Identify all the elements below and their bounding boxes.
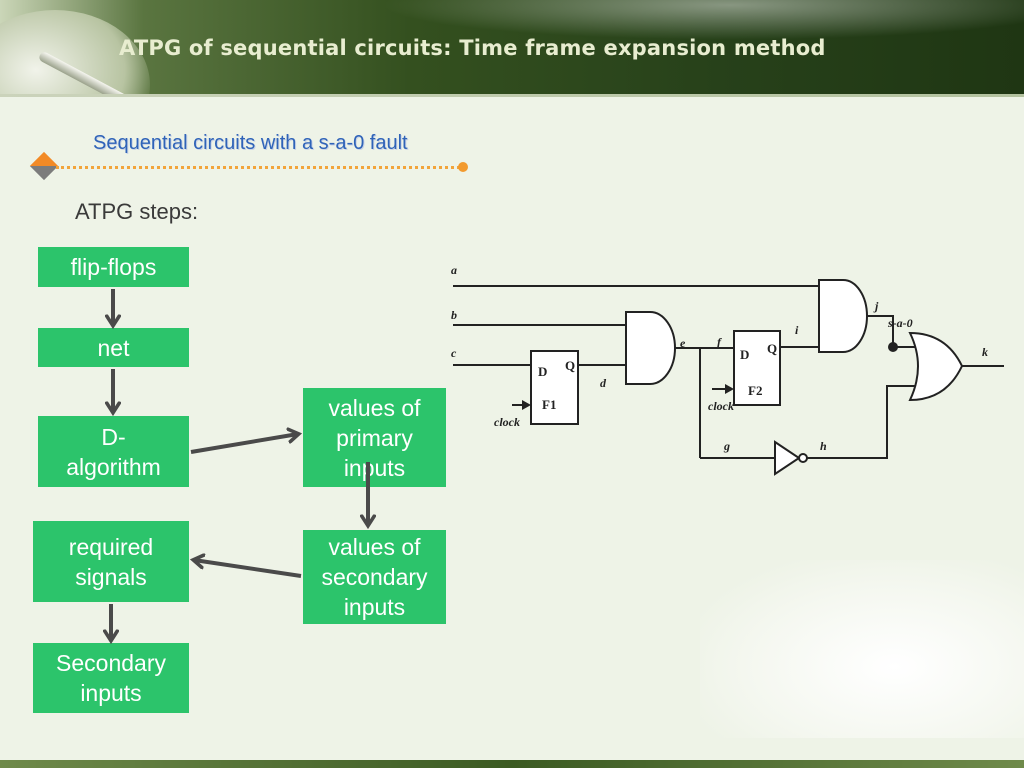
- box-primary-line3: inputs: [343, 454, 406, 481]
- ff1-d-label: D: [538, 364, 547, 379]
- and-gate-e: [625, 311, 676, 385]
- header-bar: ATPG of sequential circuits: Time frame …: [0, 0, 1024, 94]
- box-primary-inputs: values of primary inputs: [303, 388, 446, 487]
- header-divider: [0, 94, 1024, 97]
- box-net: net: [38, 328, 189, 367]
- label-k: k: [982, 345, 988, 359]
- wire-h: [807, 385, 918, 459]
- flip-flop-f2: [733, 330, 781, 406]
- box-required-line1: required: [68, 533, 154, 560]
- header-shine: [380, 0, 1024, 40]
- box-flip-flops-text: flip-flops: [70, 254, 157, 280]
- and-gate-j: [818, 279, 868, 353]
- box-flip-flops: flip-flops: [38, 247, 189, 287]
- ff1-q-label: Q: [565, 358, 575, 373]
- ff1-clock-label: clock: [494, 415, 520, 429]
- box-sec-inputs-line1: Secondary: [56, 650, 166, 676]
- label-b: b: [451, 308, 457, 322]
- label-fault: s-a-0: [887, 316, 913, 330]
- arrow-secondary-to-required: [194, 560, 302, 578]
- box-d-algorithm: D- algorithm: [38, 416, 189, 487]
- not-gate-bubble: [798, 453, 808, 463]
- clock-arrowhead-f2: [725, 384, 734, 394]
- box-secondary-line2: secondary: [321, 564, 428, 590]
- label-j: j: [873, 299, 879, 313]
- underline-end-dot: [458, 162, 468, 172]
- label-a: a: [451, 263, 457, 277]
- wire-j: [867, 315, 918, 348]
- label-i: i: [795, 323, 799, 337]
- atpg-steps-label: ATPG steps:: [75, 199, 199, 224]
- label-f: f: [717, 335, 722, 349]
- ff1-name-label: F1: [542, 397, 556, 412]
- flip-flop-f1: [530, 350, 579, 425]
- notebook-decoration: [700, 560, 1024, 738]
- box-net-text: net: [97, 334, 130, 361]
- box-secondary-values: values of secondary inputs: [303, 530, 446, 624]
- box-secondary-line1: values of: [328, 534, 421, 560]
- label-g: g: [723, 439, 730, 453]
- section-subtitle: Sequential circuits with a s-a-0 fault: [93, 132, 408, 154]
- clock-arrowhead-f1: [522, 400, 531, 410]
- box-required-signals: required signals: [33, 521, 189, 602]
- box-sec-inputs-line2: inputs: [80, 680, 142, 706]
- label-h: h: [820, 439, 827, 453]
- arrow-dalgorithm-to-primary: [190, 434, 298, 454]
- box-secondary-inputs: Secondary inputs: [33, 643, 189, 713]
- label-c: c: [451, 346, 457, 360]
- box-d-algorithm-line1: D-: [101, 423, 126, 450]
- box-primary-line2: primary: [336, 424, 413, 451]
- ff2-name-label: F2: [748, 383, 762, 398]
- footer-bar: [0, 760, 1024, 768]
- label-e: e: [680, 336, 686, 350]
- not-gate-h: [774, 440, 801, 476]
- or-gate-k: [908, 331, 964, 402]
- label-d: d: [600, 376, 607, 390]
- ff2-q-label: Q: [767, 341, 777, 356]
- slide-title: ATPG of sequential circuits: Time frame …: [119, 36, 826, 60]
- box-primary-line1: values of: [328, 394, 421, 421]
- box-required-line2: signals: [75, 563, 147, 590]
- ff2-d-label: D: [740, 347, 749, 362]
- fault-dot: [888, 342, 898, 352]
- dotted-underline: [56, 166, 460, 169]
- box-d-algorithm-line2: algorithm: [66, 453, 161, 480]
- box-secondary-line3: inputs: [343, 594, 406, 620]
- ff2-clock-label: clock: [708, 399, 734, 413]
